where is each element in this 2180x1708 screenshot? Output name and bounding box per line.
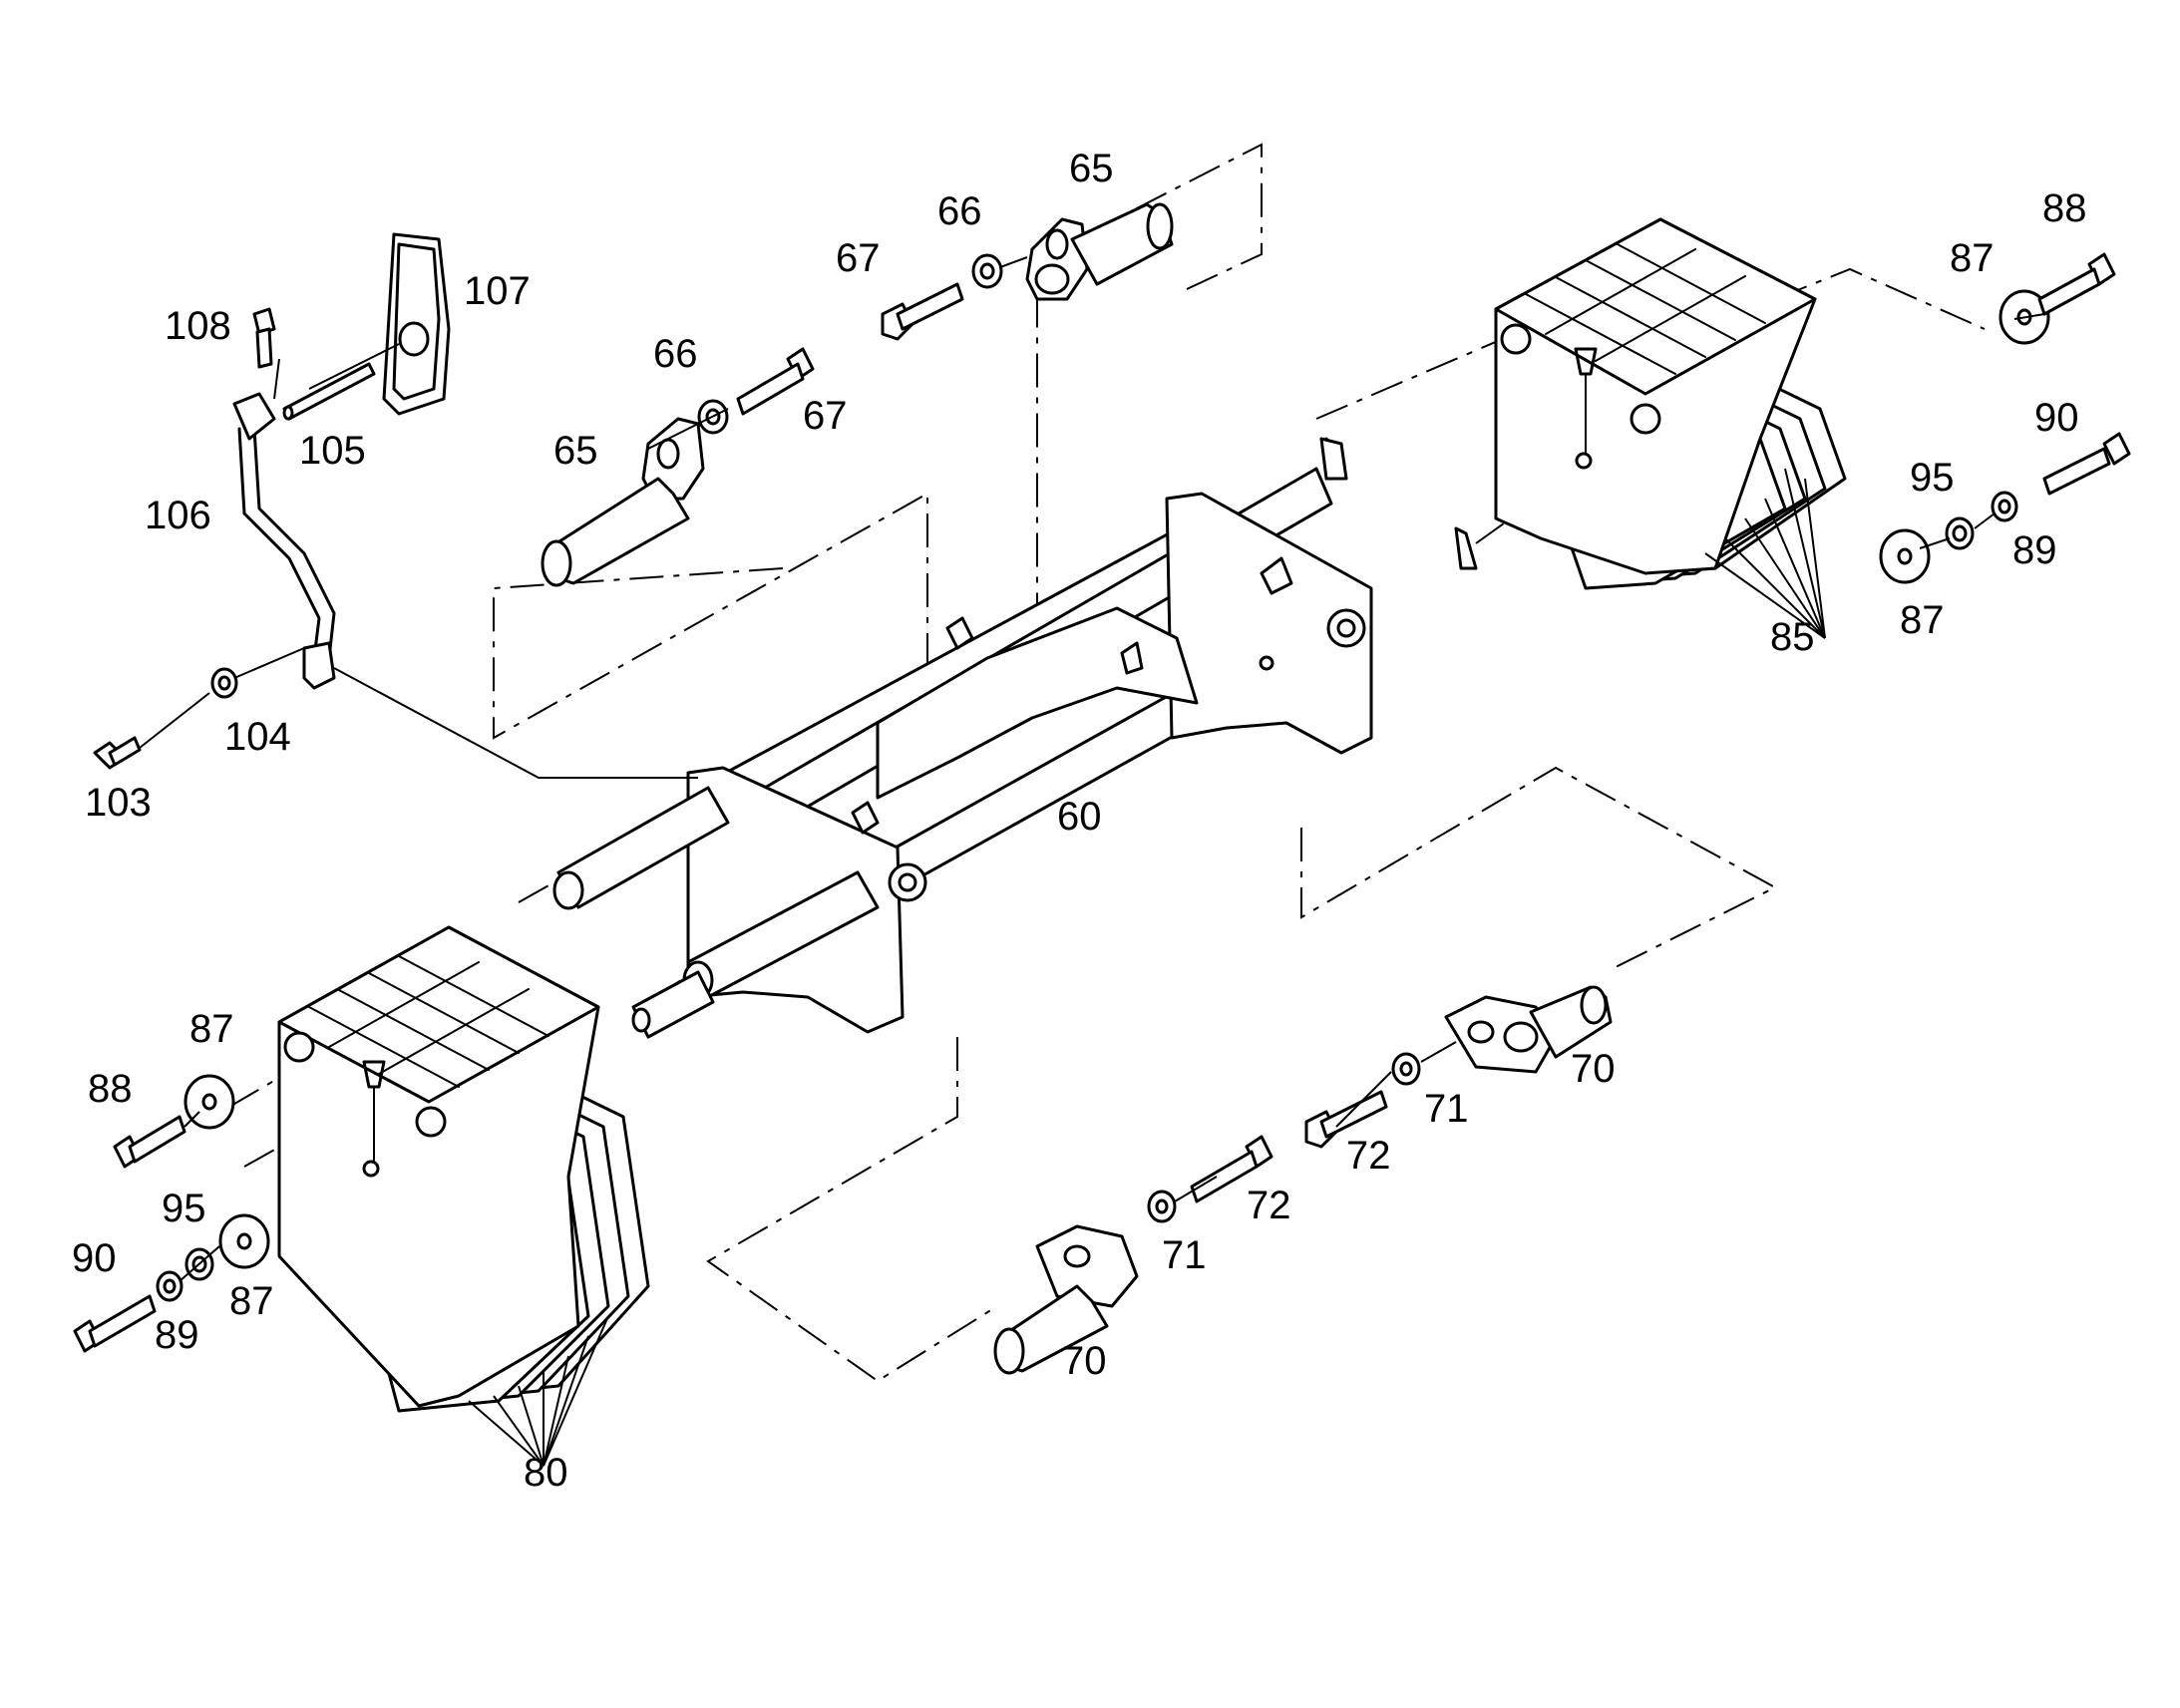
callout-89-left: 89 bbox=[155, 1313, 199, 1357]
weight-stack-80 bbox=[277, 925, 650, 1413]
callout-70-left: 70 bbox=[1062, 1339, 1107, 1383]
callout-71-left: 71 bbox=[1162, 1233, 1207, 1277]
callout-87-right-lower: 87 bbox=[1900, 598, 1945, 642]
callout-87-right-upper: 87 bbox=[1950, 236, 1995, 280]
callout-108: 108 bbox=[165, 304, 231, 348]
callout-106: 106 bbox=[145, 494, 211, 537]
callout-67-upper: 67 bbox=[836, 236, 881, 280]
panel-107 bbox=[382, 232, 451, 416]
pin-70-left bbox=[993, 1224, 1139, 1375]
washer-71-right bbox=[1391, 1052, 1421, 1086]
callout-89-right: 89 bbox=[2012, 528, 2057, 572]
callout-103: 103 bbox=[85, 781, 152, 825]
washer-104 bbox=[210, 667, 238, 699]
bolt-67-lower bbox=[736, 347, 815, 416]
callout-87-left-lower: 87 bbox=[229, 1279, 274, 1323]
handle-106 bbox=[232, 392, 336, 690]
callout-65-lower: 65 bbox=[553, 429, 598, 473]
callout-85: 85 bbox=[1770, 615, 1815, 659]
weight-stack-85 bbox=[1494, 217, 1847, 590]
callout-66-upper: 66 bbox=[937, 189, 982, 233]
callout-105: 105 bbox=[299, 429, 366, 473]
washer-87-right-lower bbox=[1879, 528, 1931, 584]
spacer-95-right bbox=[1945, 516, 1975, 550]
callout-88-right: 88 bbox=[2042, 186, 2087, 230]
pin-70-right bbox=[1444, 985, 1613, 1074]
callout-104: 104 bbox=[224, 715, 291, 759]
washer-89-right bbox=[1991, 491, 2018, 522]
callout-66-lower: 66 bbox=[653, 332, 698, 376]
callout-90-right: 90 bbox=[2034, 396, 2079, 440]
pin-65-lower bbox=[541, 417, 705, 587]
callout-87-left-upper: 87 bbox=[189, 1007, 234, 1051]
washer-66-upper bbox=[971, 253, 1003, 289]
bolt-67-upper bbox=[881, 282, 964, 341]
washer-89-left bbox=[156, 1270, 183, 1302]
callout-72-right: 72 bbox=[1346, 1134, 1391, 1178]
callout-65-upper: 65 bbox=[1069, 147, 1114, 190]
screw-108 bbox=[252, 307, 276, 369]
callout-71-right: 71 bbox=[1424, 1087, 1469, 1131]
bolt-72-left bbox=[1190, 1135, 1273, 1203]
pin-105 bbox=[282, 362, 376, 421]
callout-107: 107 bbox=[464, 269, 531, 313]
bolt-88-right bbox=[2037, 252, 2116, 316]
leader-lines bbox=[139, 256, 2045, 1467]
callout-80: 80 bbox=[524, 1451, 568, 1495]
callout-70-right: 70 bbox=[1571, 1047, 1616, 1091]
callout-60: 60 bbox=[1057, 795, 1102, 839]
callout-labels: 60 65 65 66 66 67 67 70 70 71 71 72 72 8… bbox=[72, 147, 2087, 1495]
washer-87-left-lower bbox=[218, 1213, 270, 1269]
callout-88-left: 88 bbox=[88, 1067, 133, 1111]
callout-95-right: 95 bbox=[1910, 456, 1955, 500]
bolt-90-left bbox=[73, 1294, 157, 1353]
bolt-103 bbox=[93, 736, 142, 770]
main-frame-60 bbox=[552, 437, 1478, 1039]
callout-67-lower: 67 bbox=[803, 394, 848, 438]
callout-72-left: 72 bbox=[1247, 1184, 1291, 1227]
bolt-88-left bbox=[113, 1115, 186, 1169]
callout-90-left: 90 bbox=[72, 1236, 117, 1280]
callout-95-left: 95 bbox=[162, 1187, 206, 1230]
pin-65-upper bbox=[1025, 202, 1174, 301]
bolt-90-right bbox=[2042, 432, 2131, 496]
washer-71-left bbox=[1147, 1190, 1177, 1223]
